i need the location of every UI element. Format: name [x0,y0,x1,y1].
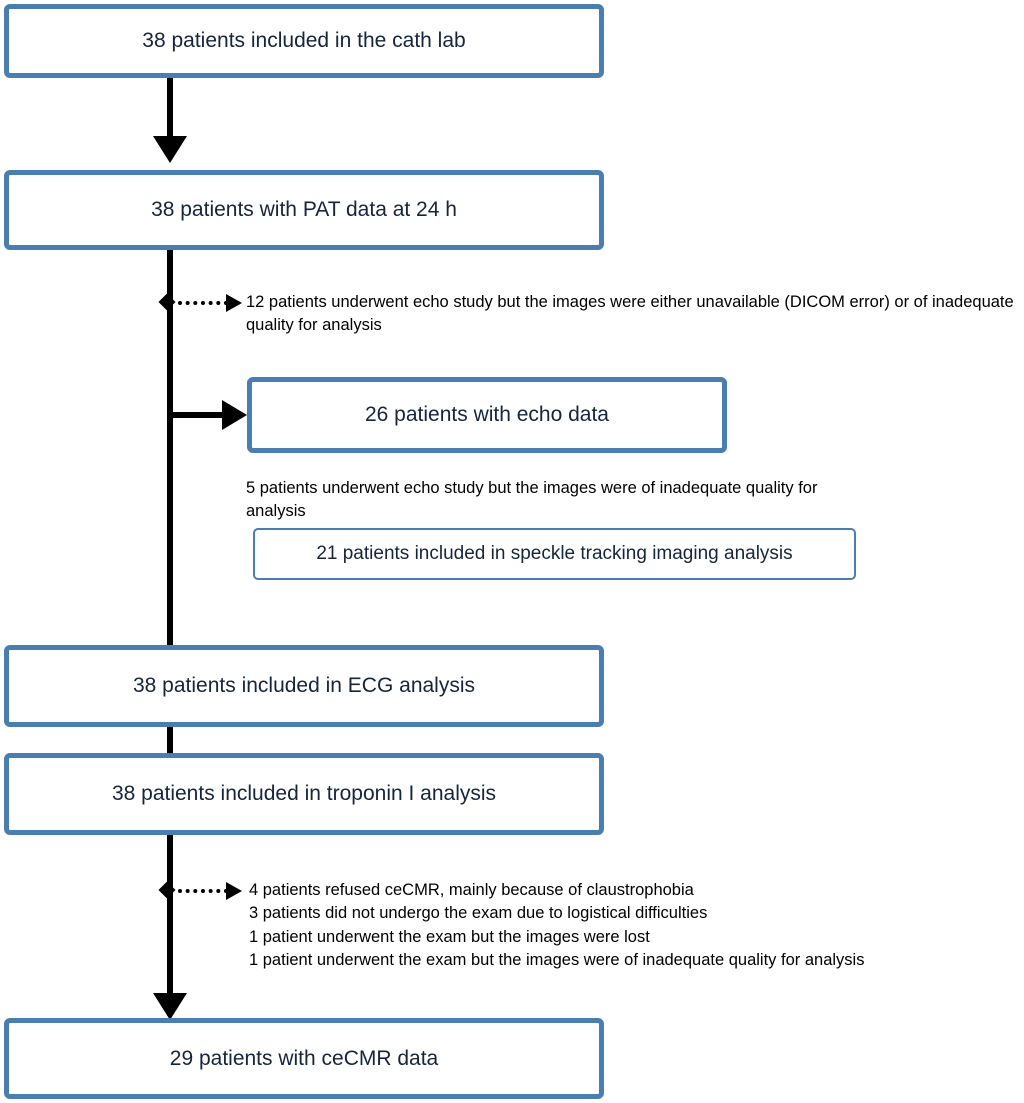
node-troponin-analysis-label: 38 patients included in troponin I analy… [111,782,497,806]
exclusion-dotted-line-echo [178,301,228,305]
node-pat-data[interactable]: 38 patients with PAT data at 24 h [4,170,604,250]
exclusion-arrowhead-echo [226,294,242,312]
node-cecmr-data[interactable]: 29 patients with ceCMR data [4,1018,604,1099]
node-speckle-tracking-label: 21 patients included in speckle tracking… [316,542,793,564]
node-echo-data[interactable]: 26 patients with echo data [247,377,727,453]
node-ecg-analysis-label: 38 patients included in ECG analysis [132,674,476,698]
node-ecg-analysis[interactable]: 38 patients included in ECG analysis [4,645,604,727]
arrow-into-echo-box [222,400,247,430]
spine-segment-pat-to-ecg [167,250,173,646]
exclusion-arrowhead-cecmr [226,882,242,900]
node-cath-lab[interactable]: 38 patients included in the cath lab [4,4,604,78]
node-cath-lab-label: 38 patients included in the cath lab [142,29,466,53]
annotation-cecmr-exclusion: 4 patients refused ceCMR, mainly because… [249,881,865,970]
node-echo-data-label: 26 patients with echo data [364,403,609,427]
node-pat-data-label: 38 patients with PAT data at 24 h [151,198,457,222]
spine-segment-troponin-to-cecmr [167,835,173,995]
spine-segment-ecg-to-troponin [167,727,173,755]
spine-segment-cathlab-to-pat [167,78,173,138]
annotation-echo-exclusion: 12 patients underwent echo study but the… [246,293,1014,335]
node-cecmr-data-label: 29 patients with ceCMR data [169,1046,439,1070]
exclusion-dotted-line-cecmr [178,889,228,893]
node-speckle-tracking[interactable]: 21 patients included in speckle tracking… [253,528,856,580]
branch-line-to-echo-box [167,412,229,418]
node-troponin-analysis[interactable]: 38 patients included in troponin I analy… [4,753,604,835]
annotation-speckle-exclusion: 5 patients underwent echo study but the … [246,479,818,521]
arrow-into-cecmr-box [153,993,187,1020]
arrow-into-pat-box [153,136,187,163]
